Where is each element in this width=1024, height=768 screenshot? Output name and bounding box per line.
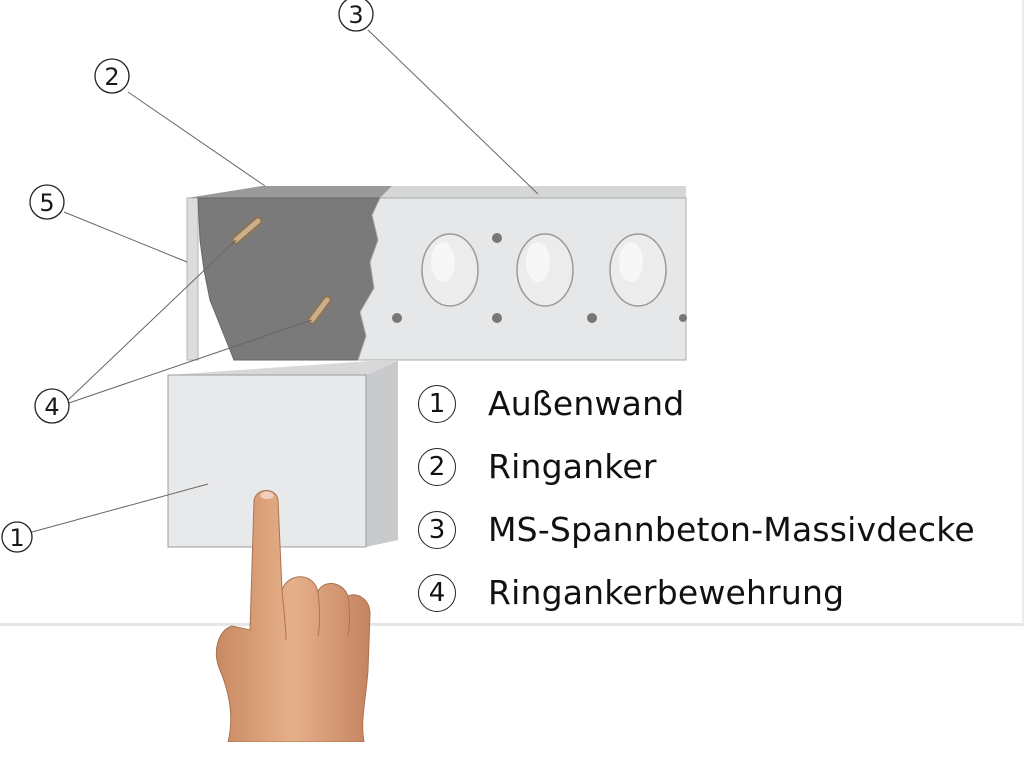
- legend-item: 4 Ringankerbewehrung: [418, 561, 1018, 624]
- svg-text:4: 4: [44, 393, 59, 421]
- slab-cores: [421, 233, 667, 307]
- legend-number: 4: [418, 573, 456, 612]
- prestressing-tendons: [392, 233, 687, 323]
- legend: 1 Außenwand 2 Ringanker 3 MS-Spannbeton-…: [418, 372, 1018, 624]
- insulation-strip: [186, 197, 199, 361]
- legend-item: 1 Außenwand: [418, 372, 1018, 435]
- svg-text:3: 3: [348, 1, 363, 29]
- legend-item: 2 Ringanker: [418, 435, 1018, 498]
- callout-2: 2: [94, 58, 130, 94]
- leader-lines: [31, 29, 539, 533]
- callout-1: 1: [1, 521, 33, 553]
- outer-wall: [167, 361, 398, 548]
- ring-anchor-rebars: [231, 216, 332, 325]
- legend-item: 3 MS-Spannbeton-Massivdecke: [418, 498, 1018, 561]
- construction-diagram: 1 2 3 4 5: [1, 0, 687, 553]
- callout-4: 4: [34, 388, 70, 424]
- callout-3: 3: [338, 0, 374, 32]
- ring-anchor: [197, 197, 381, 361]
- slab-top: [380, 186, 686, 198]
- svg-text:2: 2: [104, 63, 119, 91]
- diagram-panel: 1 2 3 4 5 1 Außenwand 2 Ringanker 3: [0, 0, 1024, 626]
- legend-label: MS-Spannbeton-Massivdecke: [488, 510, 975, 549]
- legend-label: Ringanker: [488, 447, 657, 486]
- svg-text:5: 5: [39, 189, 54, 217]
- legend-number: 3: [418, 510, 456, 549]
- legend-number: 1: [418, 384, 456, 423]
- legend-label: Ringankerbewehrung: [488, 573, 845, 612]
- pointing-hand-icon: [216, 490, 371, 742]
- legend-label: Außenwand: [488, 384, 685, 423]
- svg-text:1: 1: [9, 524, 24, 552]
- ring-anchor-top: [187, 186, 392, 198]
- callout-5: 5: [29, 184, 65, 220]
- legend-number: 2: [418, 447, 456, 486]
